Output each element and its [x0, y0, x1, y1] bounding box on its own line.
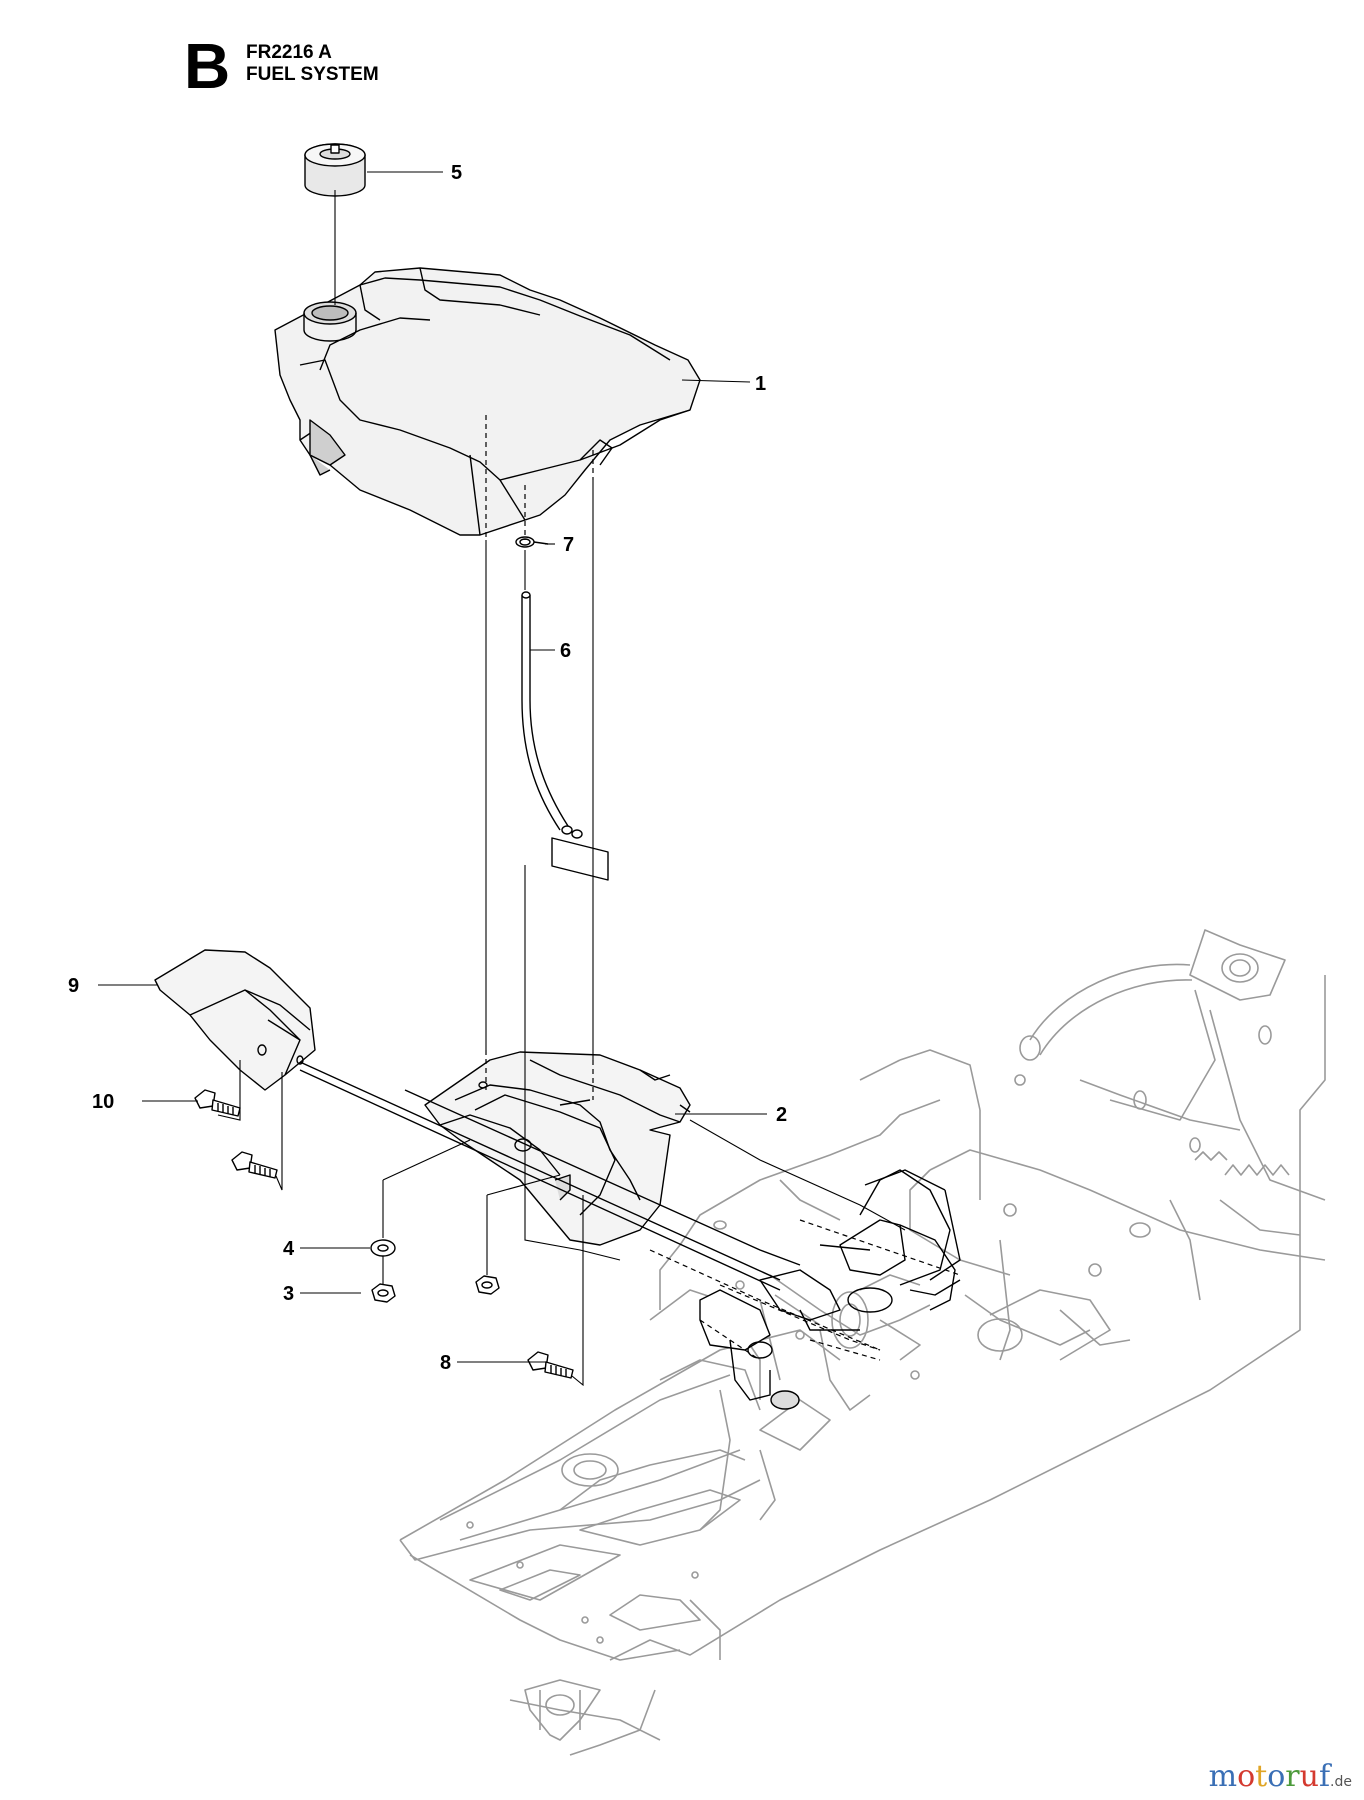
hose-clamp-part [515, 536, 549, 548]
watermark-tld: .de [1330, 1774, 1352, 1790]
bolt-10-part [194, 1089, 241, 1117]
watermark-logo: motoruf.de [1209, 1759, 1352, 1794]
callout-labels: 5 1 7 6 9 10 2 4 3 8 [68, 162, 787, 1374]
nut-part [371, 1283, 396, 1303]
heat-shield-part [154, 949, 316, 1091]
header: B FR2216 A FUEL SYSTEM [0, 0, 1364, 110]
nut-b-part [475, 1275, 500, 1295]
callout-4: 4 [283, 1238, 295, 1260]
callout-1: 1 [755, 373, 766, 395]
callout-9: 9 [68, 975, 79, 997]
callout-2: 2 [776, 1104, 787, 1126]
drawn-parts [154, 143, 961, 1410]
bolt-8-part [527, 1351, 574, 1379]
section-letter: B [184, 30, 231, 102]
watermark-letter: o [1267, 1759, 1286, 1794]
watermark-letter: r [1285, 1759, 1300, 1794]
watermark-letter: f [1318, 1759, 1331, 1794]
callout-7: 7 [563, 534, 574, 556]
callout-10: 10 [92, 1091, 114, 1113]
callout-8: 8 [440, 1352, 451, 1374]
mower-frame [399, 929, 1326, 1756]
tank-tray-part [424, 1051, 691, 1246]
callout-5: 5 [451, 162, 462, 184]
model-code: FR2216 A [246, 42, 332, 63]
watermark-letter: t [1255, 1759, 1268, 1794]
bracket-assembly [699, 1169, 961, 1410]
fuel-hose-part [521, 591, 609, 881]
callout-leaders [98, 171, 767, 1363]
watermark-letter: u [1299, 1759, 1319, 1794]
watermark-letter: o [1237, 1759, 1256, 1794]
hidden-lines [485, 415, 961, 1361]
washer-part [370, 1239, 396, 1257]
fuel-tank-part [274, 267, 701, 536]
bolt-10b-part [231, 1151, 278, 1179]
section-title: FUEL SYSTEM [246, 64, 379, 85]
callout-6: 6 [560, 640, 571, 662]
callout-3: 3 [283, 1283, 294, 1305]
assembly-lines [217, 190, 906, 1387]
fuel-cap-part [304, 143, 366, 197]
watermark-letter: m [1208, 1759, 1238, 1794]
